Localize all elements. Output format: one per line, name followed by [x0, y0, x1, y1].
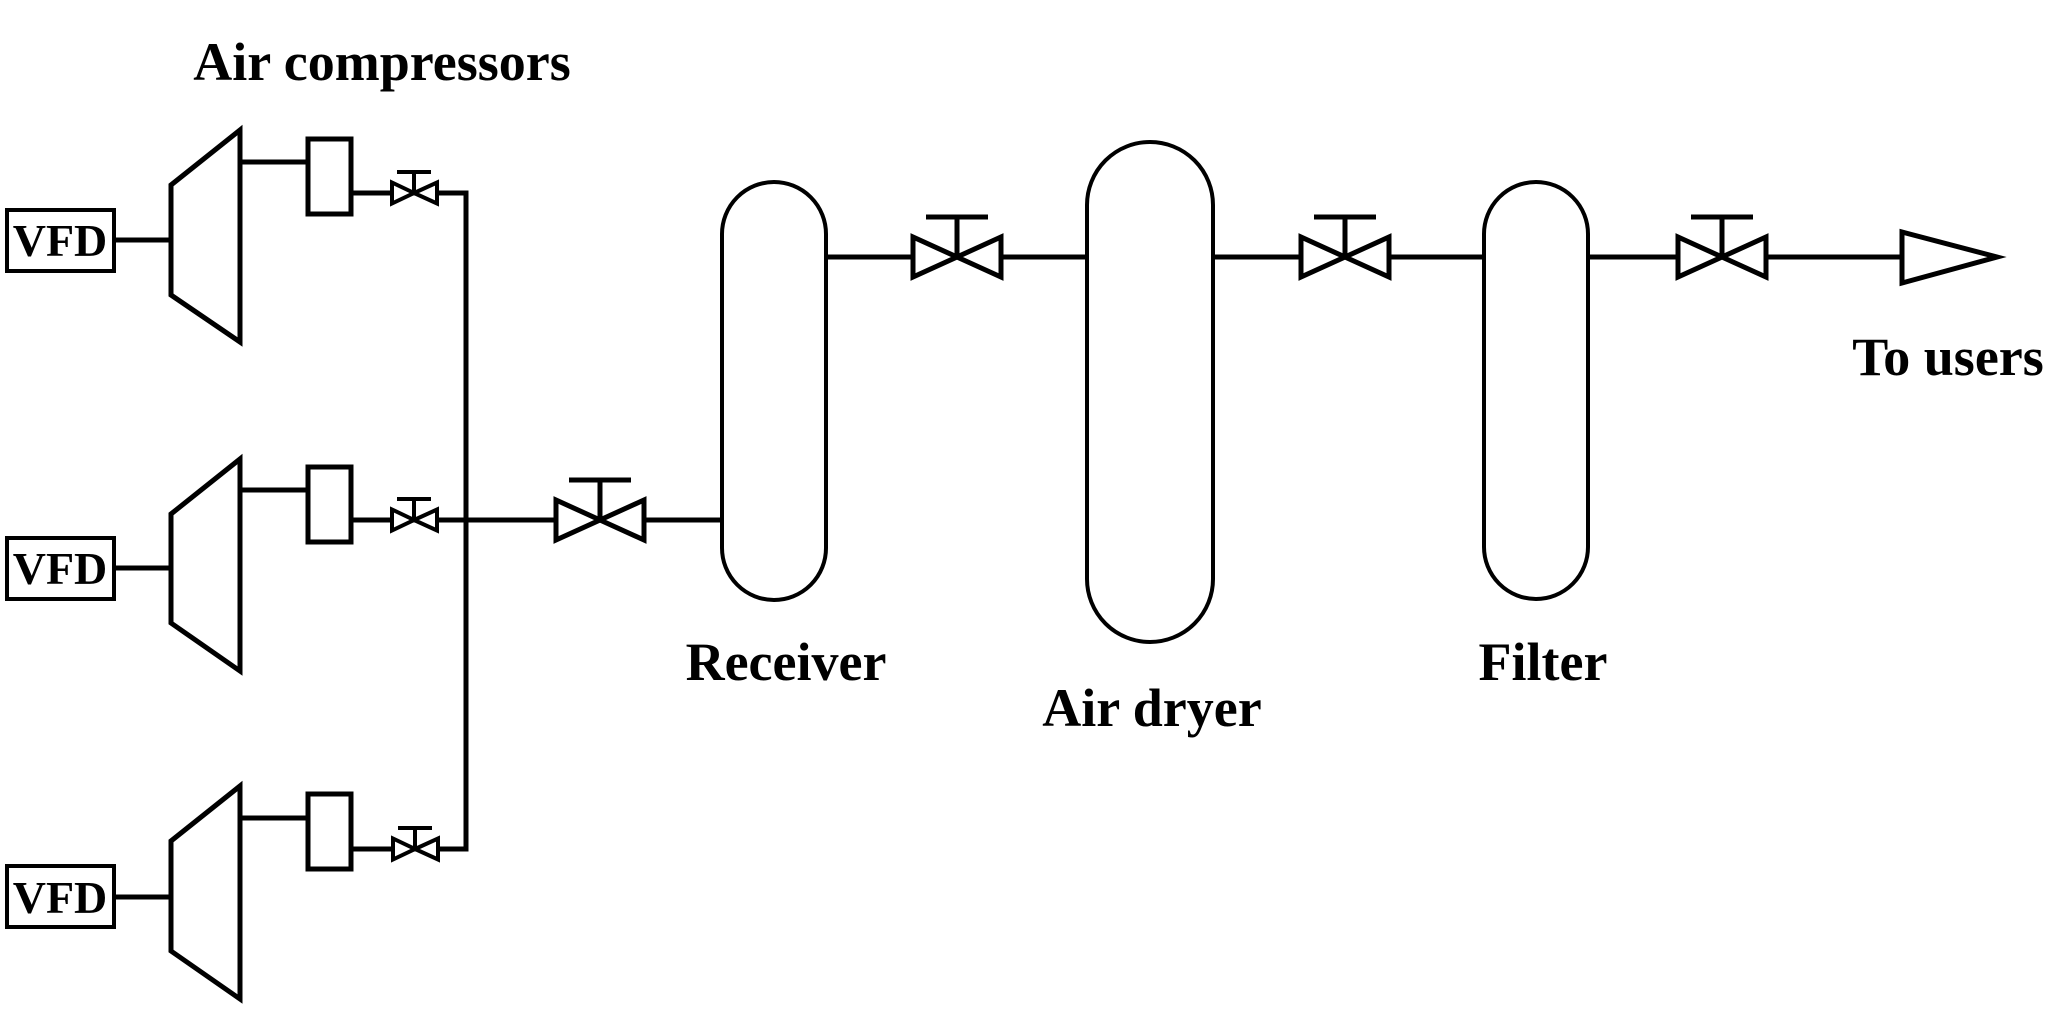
compressor-symbol-1 [168, 124, 243, 347]
compressor-unit-2: VFD [5, 453, 439, 676]
diagram-title: Air compressors [193, 32, 570, 92]
filter-label: Filter [1479, 632, 1608, 692]
vfd-box-1 [5, 208, 116, 273]
vfd-label-2: VFD [13, 543, 108, 594]
air-dryer-label: Air dryer [1042, 678, 1261, 738]
to-users-label: To users [1852, 327, 2044, 387]
compressor-symbol-3 [168, 780, 243, 1004]
vfd-label-1: VFD [13, 215, 108, 266]
receiver-vessel [720, 180, 828, 602]
receiver-label: Receiver [686, 632, 887, 692]
compressor-unit-3: VFD [5, 780, 440, 1004]
filter-outlet-valve [1678, 217, 1766, 277]
receiver-outlet-valve [913, 217, 1001, 277]
compressor-unit-1: VFD [5, 124, 439, 347]
flow-arrow-icon [1899, 228, 2007, 287]
filter-vessel [1482, 180, 1590, 601]
dryer-outlet-valve [1301, 217, 1389, 277]
compressor-valve-2 [390, 497, 439, 533]
receiver-inlet-valve [556, 480, 644, 540]
compressor-outlet-box-2 [305, 464, 354, 545]
air-dryer-vessel [1085, 140, 1215, 644]
compressor-valve-3 [391, 826, 440, 862]
compressor-outlet-box-1 [305, 136, 354, 217]
vfd-label-3: VFD [13, 872, 108, 923]
compressor-valve-1 [390, 170, 439, 206]
compressor-symbol-2 [168, 453, 243, 676]
vfd-box-2 [5, 536, 116, 601]
compressor-outlet-box-3 [305, 791, 354, 872]
vfd-box-3 [5, 864, 116, 929]
